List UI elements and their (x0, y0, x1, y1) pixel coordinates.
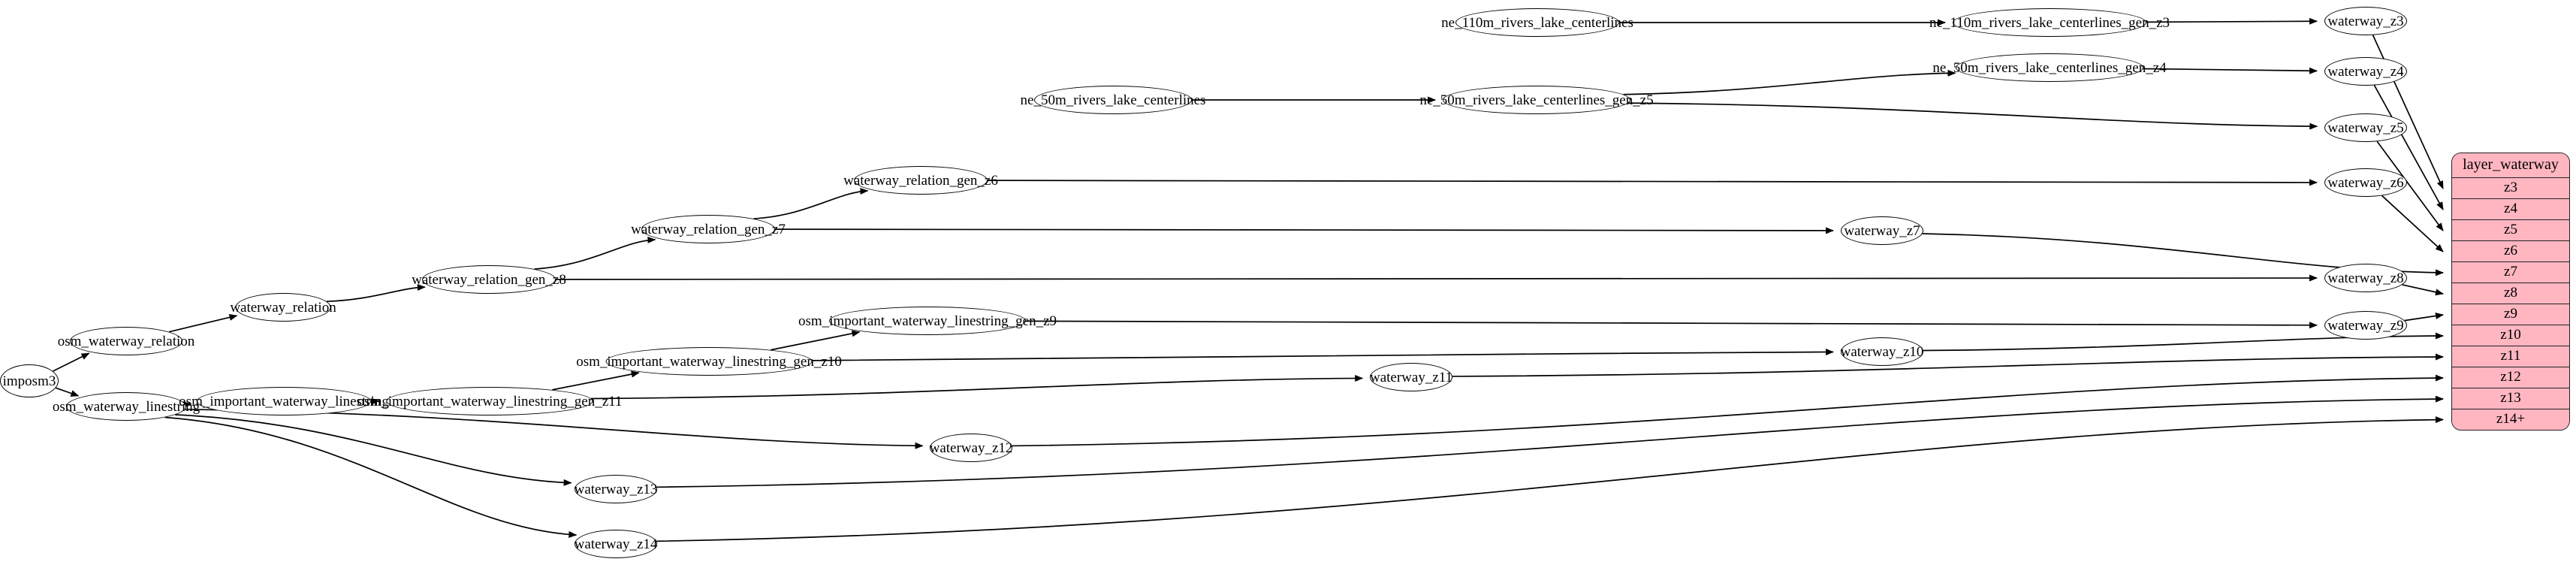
node-waterway_z8[interactable]: waterway_z8 (2324, 264, 2407, 292)
node-osm_important_waterway_linestring[interactable]: osm_important_waterway_linestring (179, 387, 389, 415)
layer-row-z7[interactable]: z7 (2452, 262, 2569, 283)
node-ne_50m_rivers_lake_centerlines_gen_z5[interactable]: ne_50m_rivers_lake_centerlines_gen_z5 (1419, 86, 1654, 114)
node-osm_important_waterway_linestring_gen_z9[interactable]: osm_important_waterway_linestring_gen_z9 (798, 307, 1057, 335)
edge-osm_waterway_linestring-to-waterway_z13 (175, 414, 572, 486)
layer-row-z8[interactable]: z8 (2452, 283, 2569, 304)
node-ne_50m_rivers_lake_centerlines[interactable]: ne_50m_rivers_lake_centerlines (1021, 86, 1205, 114)
node-waterway_z13[interactable]: waterway_z13 (575, 475, 657, 503)
edge-waterway_z13-to-layer_z13 (656, 395, 2444, 488)
node-waterway_relation[interactable]: waterway_relation (230, 293, 336, 322)
edge-waterway_z8-to-layer_z8 (2402, 284, 2444, 296)
edge-waterway_z14-to-layer_z14+ (656, 416, 2444, 542)
node-imposm3[interactable]: imposm3 (0, 364, 59, 397)
layer-row-z14plus[interactable]: z14+ (2452, 409, 2569, 430)
layer-row-z3[interactable]: z3 (2452, 178, 2569, 199)
edge-waterway_z6-to-layer_z6 (2381, 195, 2444, 252)
node-waterway_z11[interactable]: waterway_z11 (1370, 363, 1452, 391)
node-osm_waterway_relation[interactable]: osm_waterway_relation (58, 327, 195, 355)
edge-ne_110m_rivers_lake_centerlines_gen_z3-to-waterway_z3 (2146, 17, 2318, 25)
node-osm_waterway_linestring[interactable]: osm_waterway_linestring (53, 392, 200, 421)
node-waterway_z6[interactable]: waterway_z6 (2324, 168, 2407, 197)
node-osm_important_waterway_linestring_gen_z11[interactable]: osm_important_waterway_linestring_gen_z1… (357, 387, 622, 415)
edge-osm_important_waterway_linestring_gen_z9-to-waterway_z9 (1025, 320, 2318, 329)
node-waterway_z3[interactable]: waterway_z3 (2324, 7, 2407, 35)
edge-ne_50m_rivers_lake_centerlines_gen_z4-to-waterway_z4 (2143, 67, 2318, 74)
node-waterway_z10[interactable]: waterway_z10 (1841, 337, 1923, 366)
edge-waterway_z9-to-layer_z9 (2404, 313, 2444, 322)
edge-waterway_relation_gen_z8-to-waterway_relation_gen_z7 (534, 236, 656, 270)
layer-row-z5[interactable]: z5 (2452, 220, 2569, 241)
edge-imposm3-to-osm_waterway_relation (53, 352, 90, 372)
edge-osm_waterway_relation-to-waterway_relation (168, 314, 238, 333)
layer-row-z6[interactable]: z6 (2452, 241, 2569, 262)
edge-waterway_relation_gen_z6-to-waterway_z6 (987, 179, 2318, 186)
edge-waterway_z12-to-layer_z12 (1012, 374, 2444, 447)
edge-waterway_z11-to-layer_z11 (1452, 353, 2444, 377)
node-waterway_relation_gen_z6[interactable]: waterway_relation_gen_z6 (843, 166, 998, 195)
node-waterway_z14[interactable]: waterway_z14 (575, 530, 657, 558)
edge-osm_important_waterway_linestring_gen_z10-to-osm_important_waterway_linestring_gen_z9 (770, 330, 861, 351)
node-ne_110m_rivers_lake_centerlines[interactable]: ne_110m_rivers_lake_centerlines (1441, 8, 1633, 37)
node-waterway_relation_gen_z7[interactable]: waterway_relation_gen_z7 (631, 215, 786, 243)
edge-waterway_relation_gen_z7-to-waterway_relation_gen_z6 (753, 187, 869, 219)
edge-osm_waterway_linestring-to-waterway_z14 (164, 416, 578, 538)
layer-row-z13[interactable]: z13 (2452, 388, 2569, 409)
edge-waterway_relation_gen_z7-to-waterway_z7 (774, 227, 1834, 234)
edge-waterway_relation_gen_z8-to-waterway_z8 (555, 274, 2318, 282)
edge-waterway_relation-to-waterway_relation_gen_z8 (326, 283, 426, 303)
layer-row-z10[interactable]: z10 (2452, 325, 2569, 346)
layer-table-header: layer_waterway (2452, 153, 2569, 178)
layer-row-z4[interactable]: z4 (2452, 199, 2569, 220)
edge-osm_important_waterway_linestring_gen_z11-to-waterway_z11 (591, 374, 1364, 400)
layer-row-z9[interactable]: z9 (2452, 304, 2569, 325)
edge-ne_50m_rivers_lake_centerlines_gen_z5-to-ne_50m_rivers_lake_centerlines_gen_z4 (1623, 69, 1956, 95)
layer-row-z11[interactable]: z11 (2452, 346, 2569, 367)
layer-row-z12[interactable]: z12 (2452, 367, 2569, 388)
edge-ne_50m_rivers_lake_centerlines_gen_z5-to-waterway_z5 (1628, 102, 2318, 130)
edge-imposm3-to-osm_waterway_linestring (56, 387, 80, 397)
node-waterway_z5[interactable]: waterway_z5 (2324, 113, 2407, 142)
node-osm_important_waterway_linestring_gen_z10[interactable]: osm_important_waterway_linestring_gen_z1… (576, 347, 842, 376)
node-waterway_z7[interactable]: waterway_z7 (1841, 216, 1923, 245)
node-ne_110m_rivers_lake_centerlines_gen_z3[interactable]: ne_110m_rivers_lake_centerlines_gen_z3 (1929, 8, 2170, 37)
node-waterway_z9[interactable]: waterway_z9 (2324, 311, 2407, 340)
node-waterway_relation_gen_z8[interactable]: waterway_relation_gen_z8 (412, 265, 566, 294)
node-waterway_z12[interactable]: waterway_z12 (930, 434, 1012, 462)
edge-osm_important_waterway_linestring_gen_z10-to-waterway_z10 (812, 348, 1835, 361)
node-waterway_z4[interactable]: waterway_z4 (2324, 57, 2407, 86)
edge-osm_important_waterway_linestring_gen_z11-to-osm_important_waterway_linestring_gen_z10 (552, 370, 640, 391)
node-ne_50m_rivers_lake_centerlines_gen_z4[interactable]: ne_50m_rivers_lake_centerlines_gen_z4 (1932, 53, 2167, 82)
